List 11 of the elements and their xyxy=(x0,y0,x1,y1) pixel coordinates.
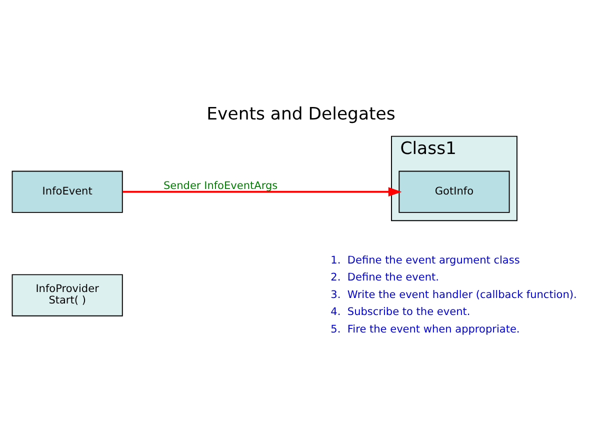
label: 2. Define the event. xyxy=(330,271,439,284)
diagram-title: Events and Delegates xyxy=(206,104,396,124)
label: 5. Fire the event when appropriate. xyxy=(330,322,520,335)
node-box: InfoEvent xyxy=(12,170,123,212)
node-box: GotInfo xyxy=(398,170,510,212)
edge-label: Sender InfoEventArgs xyxy=(163,179,278,192)
label: 4. Subscribe to the event. xyxy=(330,306,470,318)
label: 1. Define the event argument class xyxy=(330,254,520,266)
label: 3. Write the event handler (callback function). xyxy=(330,288,577,300)
node-box: InfoProvider Start( ) xyxy=(12,274,123,316)
arrow xyxy=(122,186,402,196)
